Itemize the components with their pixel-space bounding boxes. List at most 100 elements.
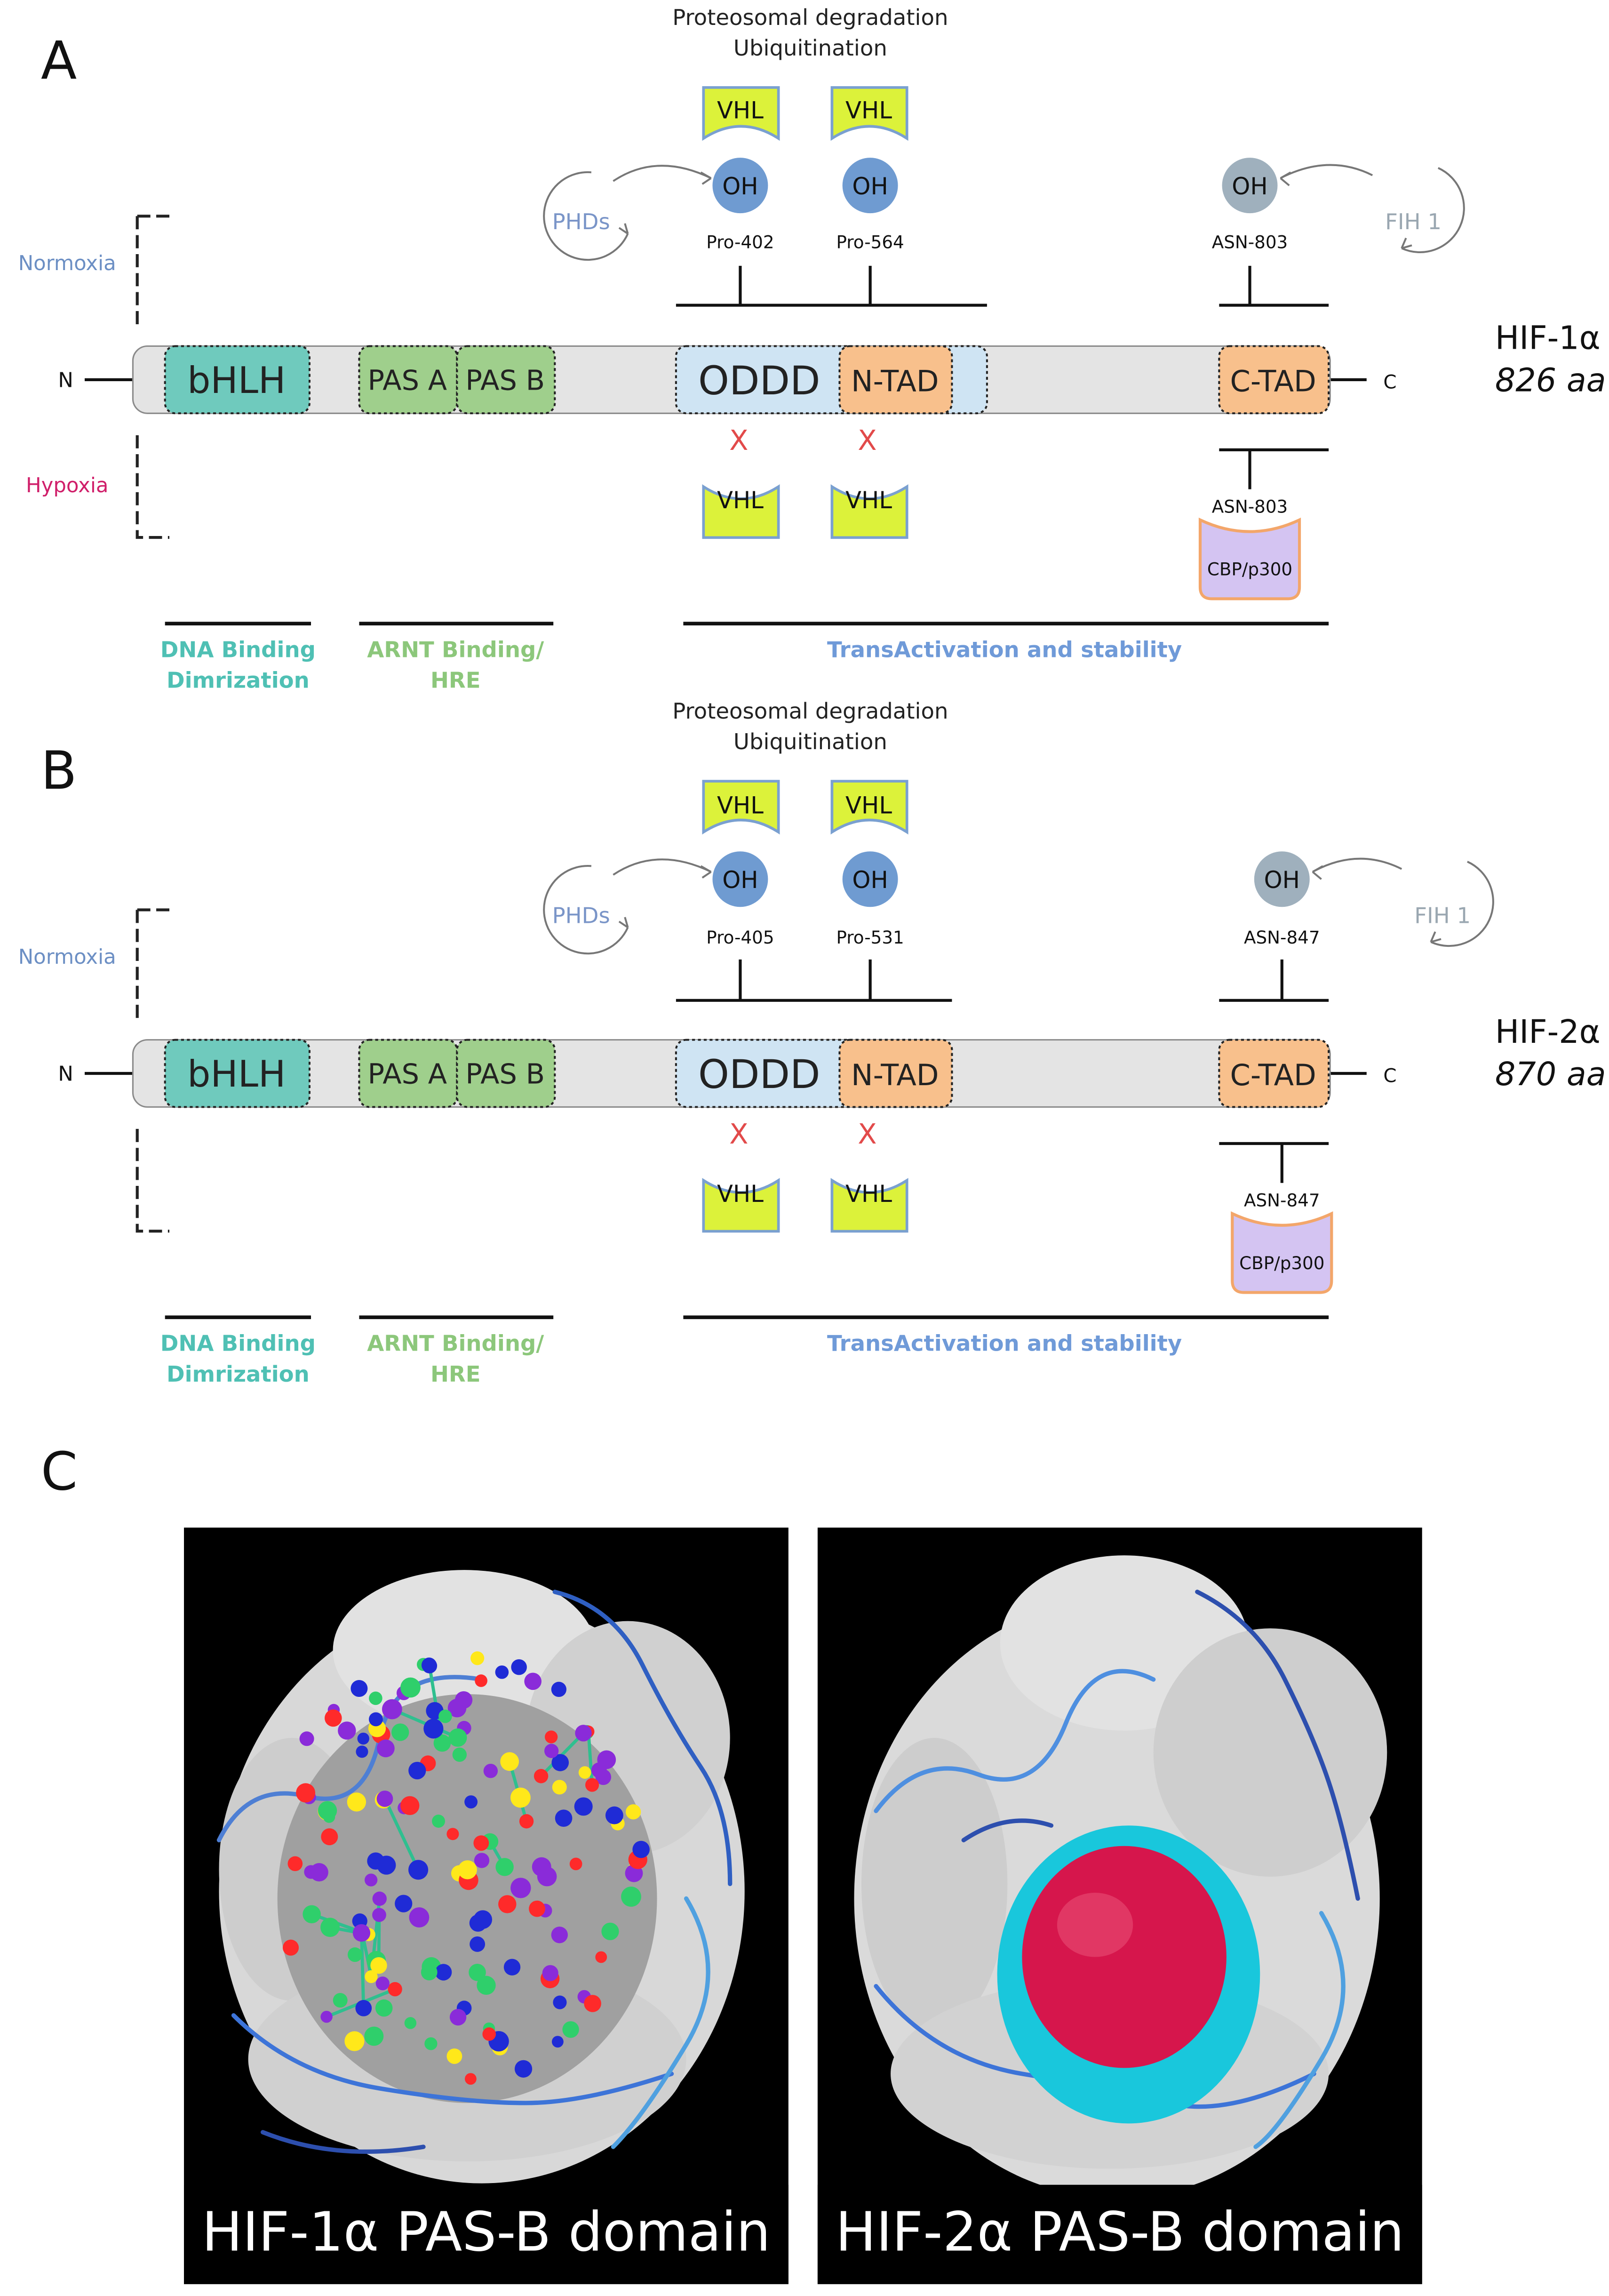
pro-residue-label: Pro-531 <box>836 927 904 948</box>
ligand-atom <box>452 1747 467 1762</box>
ligand-atom <box>483 1763 498 1778</box>
asn-residue-label: ASN-803 <box>1212 232 1288 253</box>
transactivation-label: TransActivation and stability <box>827 637 1182 663</box>
oh-label: OH <box>722 173 758 200</box>
pro-residue-label: Pro-564 <box>836 232 904 253</box>
ligand-atom <box>287 1856 303 1872</box>
blocked-x-mark: X <box>858 1118 876 1150</box>
ligand-atom <box>562 2021 579 2038</box>
ligand-atom <box>503 1959 521 1976</box>
ligand-atom <box>601 1922 619 1940</box>
ligand-atom <box>423 1719 444 1739</box>
ligand-atom <box>355 2000 372 2016</box>
ligand-atom <box>551 1926 568 1944</box>
blocked-x-mark: X <box>858 424 876 456</box>
pro-residue-label: Pro-402 <box>706 232 774 253</box>
c-tad-label: C-TAD <box>1230 364 1316 399</box>
ligand-atom <box>433 1734 451 1752</box>
ligand-atom <box>524 1672 542 1690</box>
ligand-atom <box>448 1728 467 1747</box>
ligand-atom <box>470 1936 486 1952</box>
cavity-volume <box>1022 1846 1227 2068</box>
oh-label: OH <box>1264 866 1300 894</box>
pas-b-domain <box>456 345 556 415</box>
oh-label: OH <box>1232 173 1267 200</box>
protein-name: HIF-1α <box>1495 320 1601 357</box>
phds-label: PHDs <box>552 209 610 234</box>
asn-residue-label: ASN-847 <box>1244 927 1320 948</box>
pas-a-label: PAS A <box>368 364 447 397</box>
ligand-atom <box>438 1709 452 1723</box>
ligand-atom <box>585 1778 599 1792</box>
ligand-atom <box>372 1908 386 1922</box>
ligand-atom <box>382 1699 402 1720</box>
pro-residue-label: Pro-405 <box>706 927 774 948</box>
vhl-label: VHL <box>717 792 764 819</box>
hydroxyl-icon <box>712 158 768 214</box>
panel-a: A Proteosomal degradation Ubiquitination… <box>18 5 1606 693</box>
ligand-atom <box>605 1806 623 1824</box>
ligand-atom <box>333 1993 348 2008</box>
ligand-atom <box>446 1828 459 1840</box>
ligand-cluster <box>282 1651 650 2085</box>
ligand-atom <box>474 1853 490 1868</box>
cbp-label: CBP/p300 <box>1207 559 1292 580</box>
ligand-atom <box>296 1783 316 1803</box>
cbp-label: CBP/p300 <box>1239 1253 1324 1273</box>
ligand-atom <box>498 1895 517 1913</box>
ligand-atom <box>458 1860 477 1880</box>
panel-letter: A <box>41 31 77 92</box>
ligand-atom <box>537 1866 557 1887</box>
protein-length: 826 aa <box>1495 362 1606 400</box>
vhl-label: VHL <box>845 96 892 124</box>
panel-letter: B <box>41 740 77 801</box>
ligand-atom <box>370 1957 387 1974</box>
right-caption: HIF-2α PAS-B domain <box>836 2200 1404 2264</box>
panel-b: B Proteosomal degradation Ubiquitination… <box>18 698 1606 1387</box>
dna-binding-label: DNA Binding <box>160 637 316 663</box>
ligand-atom <box>470 1651 485 1665</box>
ligand-atom <box>377 1856 396 1875</box>
ligand-atom <box>408 1860 429 1880</box>
n-terminus-label: N <box>58 1063 73 1086</box>
hypoxia-label: Hypoxia <box>26 474 109 497</box>
cbp-p300-icon <box>1198 517 1301 600</box>
cbp-p300-icon <box>1231 1211 1333 1294</box>
hre-label: HRE <box>430 668 481 693</box>
ligand-atom <box>400 1677 421 1698</box>
degradation-label: Proteosomal degradation <box>672 5 948 30</box>
ligand-atom <box>514 2060 533 2078</box>
ligand-atom <box>544 1744 559 1758</box>
ligand-atom <box>369 1691 382 1705</box>
ligand-atom <box>347 1947 362 1962</box>
pas-b-label: PAS B <box>465 1058 545 1090</box>
ligand-atom <box>449 2008 467 2026</box>
normoxia-label: Normoxia <box>18 945 116 969</box>
ligand-atom <box>500 1752 519 1771</box>
ligand-atom <box>569 1857 582 1871</box>
dna-binding-label: DNA Binding <box>160 1331 316 1356</box>
ligand-atom <box>464 1795 478 1809</box>
ligand-atom <box>574 1797 593 1816</box>
hydroxyl-icon <box>712 851 768 907</box>
ligand-atom <box>519 1814 534 1829</box>
ligand-atom <box>591 1762 607 1778</box>
ligand-atom <box>409 1907 430 1928</box>
ligand-atom <box>584 1995 601 2012</box>
ligand-atom <box>552 1780 567 1795</box>
vhl-label: VHL <box>845 1180 892 1208</box>
arnt-binding-label: ARNT Binding/ <box>367 637 544 663</box>
ligand-atom <box>551 2036 564 2048</box>
ligand-atom <box>376 1790 393 1807</box>
ligand-atom <box>323 1811 335 1823</box>
ligand-atom <box>375 1976 390 1991</box>
ligand-atom <box>542 1965 558 1981</box>
pas-a-label: PAS A <box>368 1058 447 1090</box>
vhl-label: VHL <box>717 96 764 124</box>
ligand-atom <box>473 1835 489 1851</box>
phds-cycle-icon <box>543 858 712 955</box>
ligand-atom <box>432 1815 445 1828</box>
ligand-atom <box>375 1999 393 2017</box>
ligand-atom <box>376 1739 395 1758</box>
